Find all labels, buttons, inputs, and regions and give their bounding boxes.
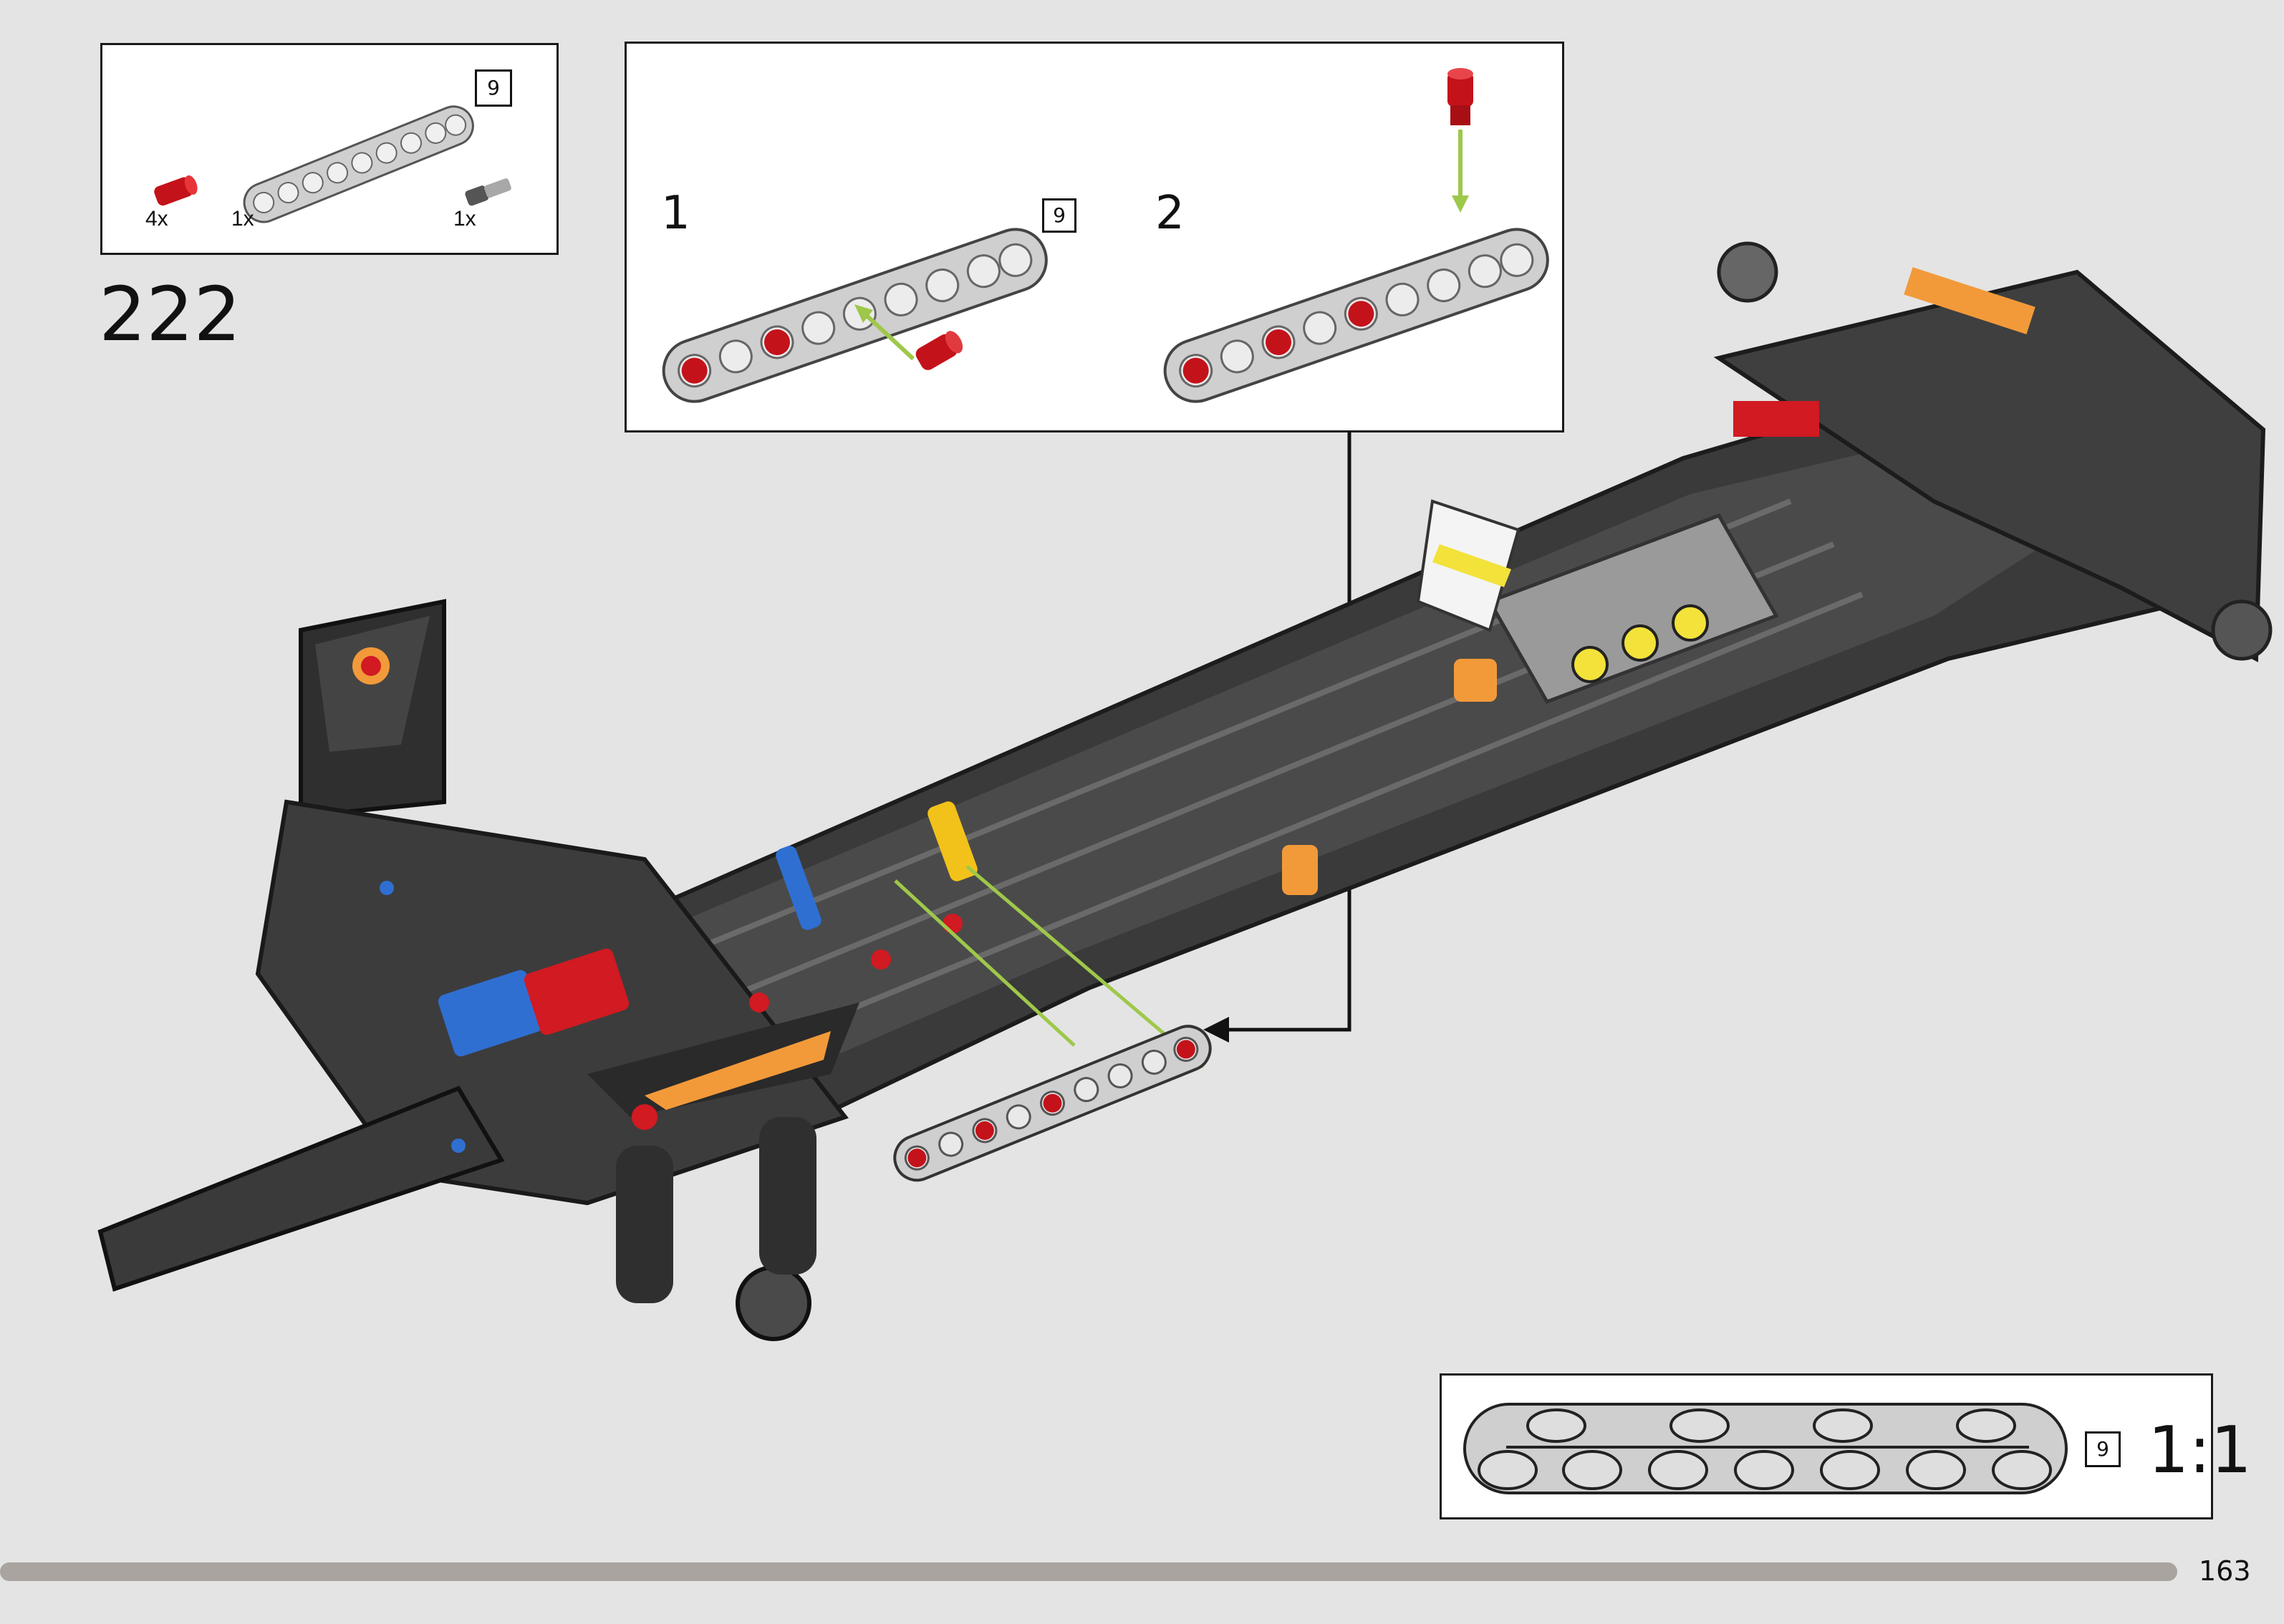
scale-box: 9 1:1 (1440, 1373, 2252, 1519)
parts-list-box: 9 4x 1x 1x (100, 43, 559, 255)
substep-1-label: 1 (661, 187, 690, 240)
substep-2-pin-icon (1447, 68, 1473, 125)
beam-9-icon (243, 105, 474, 223)
page-number: 163 (2199, 1555, 2251, 1587)
callout-box: 1 9 2 (625, 42, 1564, 432)
step-number: 222 (99, 271, 241, 358)
red-pin-icon (154, 175, 198, 206)
scale-ratio: 1:1 (2148, 1413, 2252, 1488)
substep-1-size-badge: 9 (1042, 198, 1076, 233)
substep-2-label: 2 (1155, 187, 1185, 240)
scale-size-badge: 9 (2085, 1431, 2121, 1467)
front-suspension (97, 599, 859, 1341)
chassis-accents (749, 659, 1497, 1012)
scale-beam-illustration (1463, 1403, 2068, 1494)
parts-list-illustration (154, 105, 511, 223)
progress-bar (0, 1562, 2177, 1581)
qty-red-pin: 4x (145, 207, 168, 231)
substep-1-beam-icon (662, 228, 1048, 403)
callout-connector-arrowhead (1203, 1017, 1229, 1043)
substep-1-arrow (861, 310, 915, 361)
callout-illustration (662, 68, 1549, 403)
axle-pin-icon (465, 178, 511, 206)
beam-size-badge: 9 (475, 69, 512, 107)
qty-beam: 1x (231, 207, 254, 231)
qty-axle-pin: 1x (453, 207, 476, 231)
substep-1-pin-icon (915, 331, 963, 370)
substep-2-beam-icon (1163, 228, 1549, 403)
insert-beam-illustration (893, 865, 1212, 1182)
chassis-frame (541, 241, 2273, 1177)
